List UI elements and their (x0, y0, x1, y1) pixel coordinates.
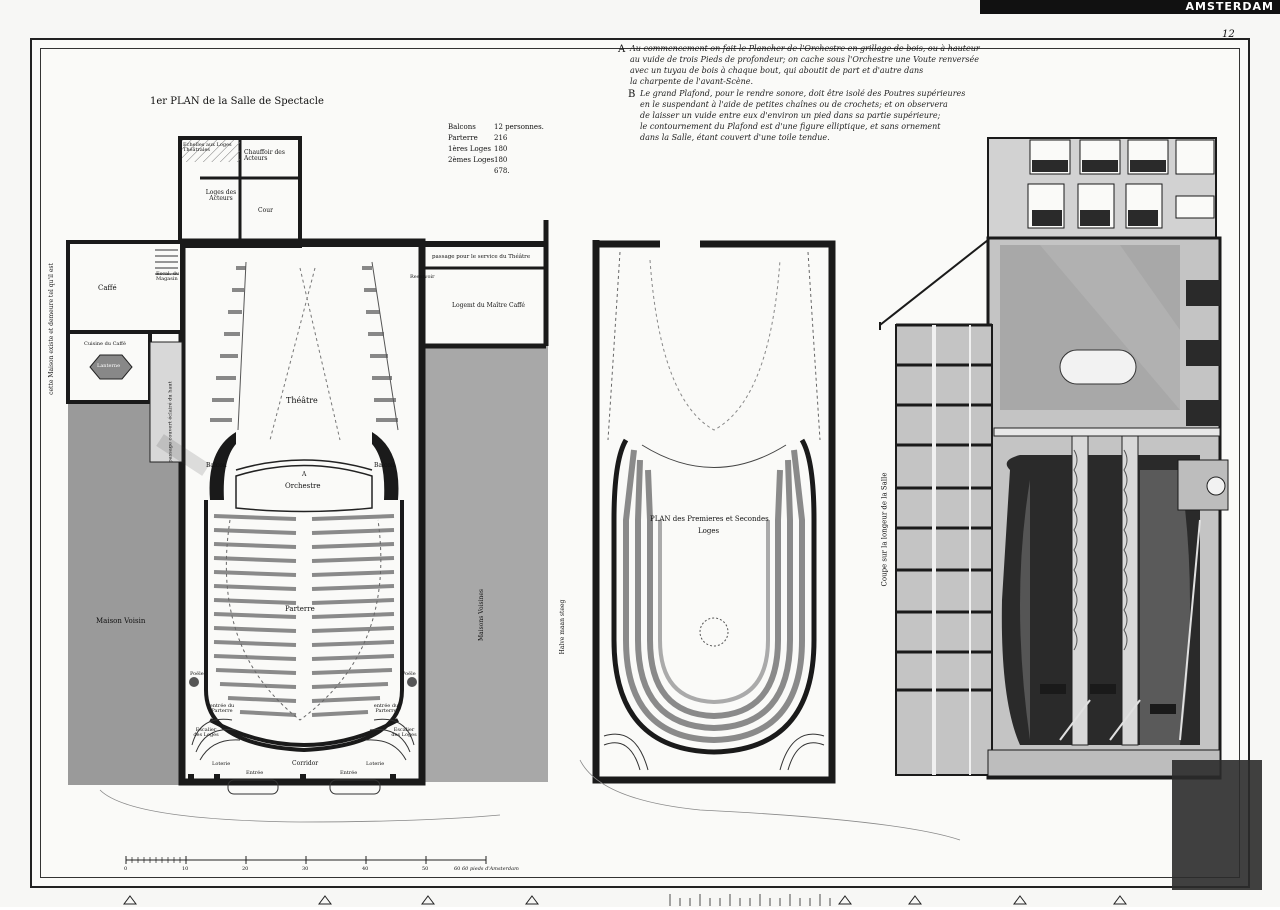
scale-tick-label: 60 (454, 866, 461, 872)
scale-tick-label: 0 (124, 866, 128, 872)
note-a-line: au vuide de trois Pieds de profondeur; o… (630, 55, 979, 64)
section-stairs (1059, 519, 1201, 741)
room-poele-right: Poële (402, 671, 416, 677)
capacity-label: Parterre (448, 134, 478, 142)
room-theatre: Théâtre (286, 396, 318, 405)
capacity-total: 678. (494, 167, 510, 175)
room-chauffoir: Chauffoir des Acteurs (244, 149, 285, 162)
room-balcon-right: Balcon (374, 462, 395, 469)
page-title: 1er PLAN de la Salle de Spectacle (150, 96, 324, 107)
room-echelles: Echelles aux Loges Théâtrales (183, 142, 232, 153)
room-entree-parterre-right: entrée du Parterre (373, 703, 399, 714)
upper-loges-plan (592, 240, 836, 784)
label-halve-maan-steeg: Halve maan steeg (559, 599, 566, 655)
stair-right (365, 718, 415, 761)
room-corridor: Corridor (292, 760, 319, 767)
note-b-line: le contournement du Plafond est d'une fi… (640, 122, 941, 131)
room-orchestre: Orchestre (285, 482, 321, 490)
orchestre-pit (235, 464, 373, 513)
capacity-label: 2èmes Loges (448, 156, 495, 164)
loge-tier-1 (623, 449, 805, 744)
room-escalier-magasin: Escal. du Magasin (156, 271, 180, 282)
note-b-line: dans la Salle, étant couvert d'une toile… (640, 133, 830, 142)
upper-plan-walls (592, 240, 836, 784)
loge-tier-3 (645, 469, 783, 720)
room-entree-right: Entrée (340, 770, 358, 776)
proscenium-left (209, 432, 236, 500)
upper-plan-title: PLAN des Premieres et Secondes (650, 515, 769, 523)
room-cour: Cour (258, 207, 273, 214)
room-parterre: Parterre (285, 605, 315, 613)
longitudinal-section (879, 137, 1262, 890)
note-b-letter: B (628, 89, 636, 100)
proscenium-right (372, 432, 399, 500)
note-a-letter: A (618, 44, 626, 55)
loge-tier-outer (611, 438, 817, 755)
ground-plan (66, 136, 549, 795)
room-loterie-left: Loterie (212, 761, 231, 767)
page-number: 12 (1222, 29, 1235, 40)
scale-tick-label: 50 (422, 866, 429, 872)
note-b-line: Le grand Plafond, pour le rendre sonore,… (640, 89, 966, 98)
archive-tag: AMSTERDAM (980, 0, 1280, 14)
section-left-frame (895, 324, 993, 776)
room-balcon-left: Balcon (206, 462, 227, 469)
sheet-border (40, 48, 1240, 878)
capacity-label: 1ères Loges (448, 145, 491, 153)
section-columns (1071, 434, 1139, 746)
room-reservoir: Reservoir (410, 274, 435, 280)
archive-ruler (123, 894, 1127, 906)
label-passage-couvert: passage couvert éclairé du haut (167, 381, 174, 463)
label-maisons-voisines: Maisons Voisines (478, 589, 485, 641)
scale-tick-label: 40 (362, 866, 369, 872)
auditorium-outline (204, 500, 404, 753)
scale-tick-label: 30 (302, 866, 309, 872)
upper-plan-subtitle: Loges (698, 527, 720, 535)
capacity-value: 216 (494, 134, 508, 142)
room-loterie-right: Loterie (366, 761, 385, 767)
room-passage-service: passage pour le service du Théâtre (432, 254, 531, 260)
note-b-line: de laisser un vuide entre eux d'environ … (640, 111, 941, 120)
label-maison-voisin: Maison Voisin (96, 617, 146, 625)
maisons-voisines-area (424, 346, 548, 782)
label-maison-side: cette Maison existe et demeure tel qu'il… (48, 263, 55, 395)
room-entree-parterre-left: entrée du Parterre (209, 703, 235, 714)
room-caffe: Caffé (98, 284, 117, 292)
note-b-line: en le suspendant à l'aide de petites cha… (640, 100, 948, 109)
label-coupe: Coupe sur la longeur de la Salle (880, 472, 889, 587)
room-loges-acteurs: Loges des Acteurs (205, 189, 237, 202)
room-logement: Logemt du Maître Caffé (452, 302, 525, 309)
note-a-line: la charpente de l'avant-Scène. (630, 77, 754, 86)
parterre-seats (213, 514, 395, 717)
loge-tier-2 (635, 459, 793, 732)
scale-tick-label: 10 (182, 866, 189, 872)
capacity-value: 180 (494, 145, 508, 153)
note-a-line: avec un tuyau de bois à chaque bout, qui… (630, 66, 924, 75)
stair-left (191, 718, 241, 761)
room-entree-left: Entrée (246, 770, 264, 776)
room-escalier-loges-left: Escalier des Loges (193, 727, 219, 738)
stage-wings (210, 266, 398, 422)
ceiling-oval (1059, 349, 1137, 385)
note-a-line: Au commencement on fait le Plancher de l… (630, 44, 980, 53)
maison-voisin-area (68, 400, 180, 785)
room-lanterne: Lanterne (97, 363, 121, 369)
capacity-table: Balcons 12 personnes. Parterre 216 1ères… (448, 124, 548, 186)
room-orchestre-letter: A (302, 471, 307, 478)
room-poele-left: Poële (190, 671, 204, 677)
scale-bar (125, 856, 487, 864)
scale-tick-label: 20 (242, 866, 249, 872)
room-escalier-loges-right: Escalier des Loges (391, 727, 417, 738)
capacity-value: 12 personnes. (494, 123, 544, 131)
capacity-value: 180 (494, 156, 508, 164)
capacity-label: Balcons (448, 123, 476, 131)
room-cuisine: Cuisine du Caffé (84, 341, 126, 347)
scale-label: 60 pieds d'Amsterdam (462, 866, 519, 872)
lanterne-shape (89, 354, 133, 380)
